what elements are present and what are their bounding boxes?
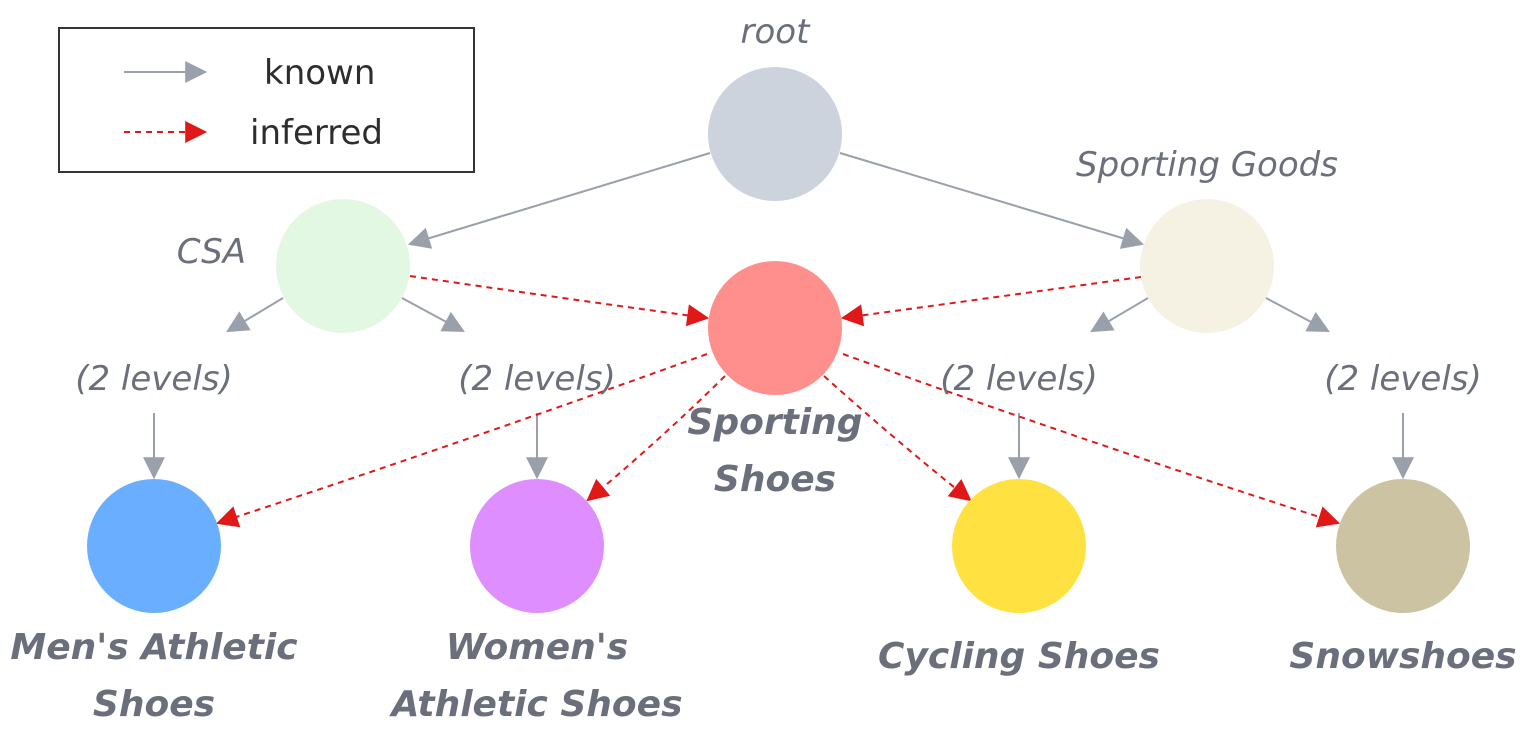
- legend-known-label: known: [264, 53, 375, 93]
- label-womens-line2: Athletic Shoes: [388, 684, 682, 725]
- edge-inferred-sg-sporting-shoes: [840, 276, 1142, 327]
- inferred-edges: [215, 275, 1341, 528]
- label-root: root: [741, 12, 812, 52]
- node-mens-athletic-shoes[interactable]: [87, 479, 221, 613]
- edge-inferred-shoes-mens: [215, 353, 708, 528]
- edge-csa-level-left: [226, 297, 284, 333]
- label-cycling-shoes: Cycling Shoes: [878, 636, 1160, 677]
- node-csa[interactable]: [276, 199, 410, 333]
- edge-csa-level-right: [401, 297, 465, 333]
- known-edges: [143, 152, 1414, 480]
- label-levels-csa-right: (2 levels): [458, 359, 616, 399]
- edge-root-csa: [407, 152, 711, 249]
- node-sporting-goods[interactable]: [1140, 199, 1274, 333]
- edge-sg-level-left: [1090, 297, 1149, 333]
- edge-inferred-csa-sporting-shoes: [409, 275, 710, 327]
- label-levels-sg-right: (2 levels): [1324, 359, 1482, 399]
- legend-box: [58, 27, 475, 173]
- label-csa: CSA: [177, 232, 246, 272]
- edge-inferred-shoes-snowshoes: [842, 353, 1341, 528]
- node-snowshoes[interactable]: [1336, 479, 1470, 613]
- node-womens-athletic-shoes[interactable]: [470, 479, 604, 613]
- labels: root CSA Sporting Goods (2 levels) (2 le…: [10, 12, 1516, 725]
- label-mens-line1: Men's Athletic: [10, 627, 297, 668]
- label-sporting-goods: Sporting Goods: [1076, 145, 1338, 185]
- edge-inferred-shoes-cycling: [823, 375, 972, 502]
- label-levels-sg-left: (2 levels): [940, 359, 1098, 399]
- edge-root-sporting-goods: [839, 152, 1145, 249]
- label-levels-csa-left: (2 levels): [75, 359, 233, 399]
- label-snowshoes: Snowshoes: [1289, 636, 1516, 677]
- legend: known inferred: [58, 27, 475, 173]
- nodes: [87, 67, 1470, 613]
- node-cycling-shoes[interactable]: [952, 479, 1086, 613]
- edge-inferred-shoes-womens: [586, 375, 726, 502]
- label-mens-line2: Shoes: [93, 684, 215, 725]
- label-womens-line1: Women's: [446, 627, 628, 668]
- label-sporting-shoes-line2: Shoes: [714, 459, 836, 500]
- label-sporting-shoes-line1: Sporting: [687, 402, 862, 443]
- node-sporting-shoes[interactable]: [708, 261, 842, 395]
- node-root[interactable]: [708, 67, 842, 201]
- legend-inferred-label: inferred: [250, 113, 383, 153]
- edge-sg-level-right: [1265, 297, 1330, 333]
